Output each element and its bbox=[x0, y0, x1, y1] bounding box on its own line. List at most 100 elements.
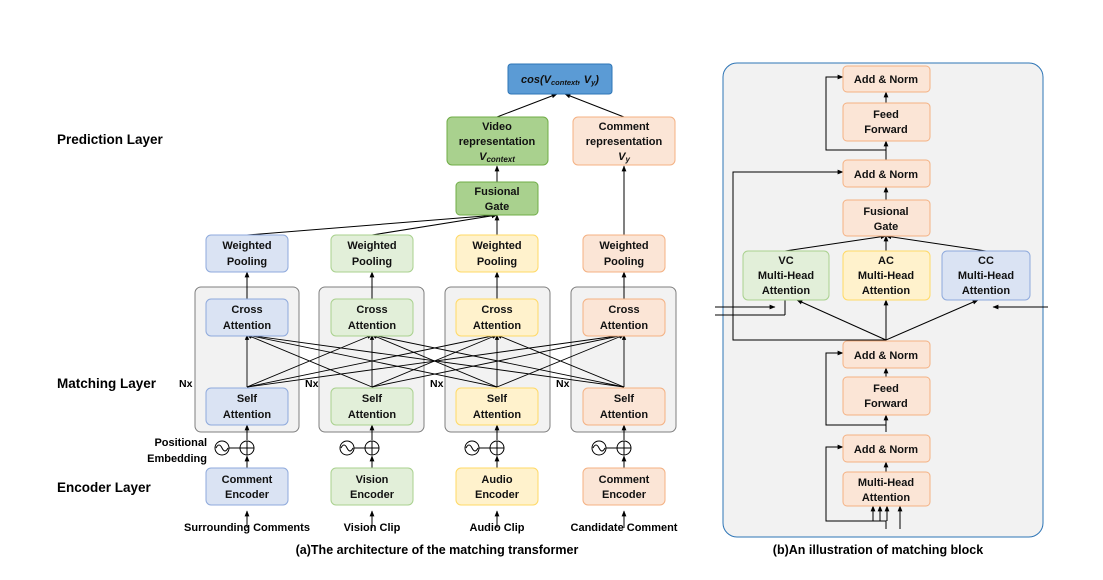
sine-icon bbox=[464, 440, 480, 456]
svg-text:Vcontext: Vcontext bbox=[479, 151, 515, 164]
svg-text:Gate: Gate bbox=[485, 201, 509, 213]
encoder-layer-label: Encoder Layer bbox=[57, 480, 152, 495]
plus-icon bbox=[239, 440, 255, 456]
weighted-pooling-label: Weighted bbox=[472, 240, 521, 252]
self-attention-label: Attention bbox=[223, 409, 272, 421]
svg-text:Multi-Head: Multi-Head bbox=[758, 270, 814, 282]
matching-layer-label: Matching Layer bbox=[57, 376, 157, 391]
svg-text:Gate: Gate bbox=[874, 221, 898, 233]
prediction-layer-label: Prediction Layer bbox=[57, 132, 164, 147]
self-attention-label: Attention bbox=[348, 409, 397, 421]
svg-text:Forward: Forward bbox=[864, 398, 907, 410]
video-representation: Video representation Vcontext bbox=[446, 116, 549, 166]
self-attention-label: Self bbox=[362, 393, 383, 405]
svg-text:Video: Video bbox=[482, 121, 512, 133]
svg-text:Forward: Forward bbox=[864, 124, 907, 136]
weighted-pooling-label: Pooling bbox=[604, 256, 644, 268]
column-comment: Comment Encoder Self Attention Cross Att… bbox=[184, 234, 310, 534]
encoder-label: Encoder bbox=[225, 489, 270, 501]
encoder-label: Encoder bbox=[602, 489, 647, 501]
input-label: Vision Clip bbox=[344, 522, 401, 534]
positional-embedding-label: Embedding bbox=[147, 453, 207, 465]
column-vision: Vision Encoder Self Attention Cross Atte… bbox=[330, 234, 414, 534]
svg-text:representation: representation bbox=[459, 136, 536, 148]
cross-attention-label: Attention bbox=[223, 320, 272, 332]
svg-text:Vy: Vy bbox=[618, 151, 630, 164]
svg-text:Multi-Head: Multi-Head bbox=[958, 270, 1014, 282]
cross-attention-label: Attention bbox=[473, 320, 522, 332]
svg-text:Feed: Feed bbox=[873, 383, 899, 395]
svg-text:Attention: Attention bbox=[962, 285, 1011, 297]
cross-attention-label: Attention bbox=[348, 320, 397, 332]
plus-icon bbox=[489, 440, 505, 456]
add-norm-mid: Add & Norm bbox=[842, 159, 931, 188]
cross-attention-label: Cross bbox=[608, 304, 639, 316]
plus-icon bbox=[616, 440, 632, 456]
nx-label: Nx bbox=[556, 378, 570, 390]
nx-label: Nx bbox=[179, 378, 193, 390]
nx-label: Nx bbox=[430, 378, 444, 390]
input-label: Audio Clip bbox=[470, 522, 525, 534]
positional-embedding-label: Positional bbox=[154, 437, 207, 449]
fusional-gate: Fusional Gate bbox=[455, 181, 539, 216]
svg-text:representation: representation bbox=[586, 136, 663, 148]
plus-icon bbox=[364, 440, 380, 456]
cosine-similarity: cos(Vcontext, Vy) bbox=[507, 63, 613, 95]
add-norm-lower: Add & Norm bbox=[842, 340, 931, 369]
block-arrows bbox=[784, 91, 987, 529]
svg-text:Comment: Comment bbox=[599, 121, 650, 133]
sine-icon bbox=[339, 440, 355, 456]
add-norm-bottom: Add & Norm bbox=[842, 434, 931, 463]
svg-text:Fusional: Fusional bbox=[474, 186, 519, 198]
cross-attention-label: Cross bbox=[356, 304, 387, 316]
input-label: Surrounding Comments bbox=[184, 522, 310, 534]
svg-text:Add & Norm: Add & Norm bbox=[854, 169, 918, 181]
svg-text:Add & Norm: Add & Norm bbox=[854, 350, 918, 362]
positional-symbols bbox=[214, 440, 632, 456]
vc-attention: VC Multi-Head Attention bbox=[742, 250, 830, 301]
sine-icon bbox=[214, 440, 230, 456]
weighted-pooling-label: Pooling bbox=[227, 256, 267, 268]
feed-forward-top: Feed Forward bbox=[842, 102, 931, 142]
weighted-pooling-label: Pooling bbox=[352, 256, 392, 268]
cross-attention-label: Attention bbox=[600, 320, 649, 332]
svg-text:CC: CC bbox=[978, 255, 994, 267]
encoder-label: Comment bbox=[599, 474, 650, 486]
svg-text:cos(Vcontext, Vy): cos(Vcontext, Vy) bbox=[521, 74, 599, 87]
comment-representation: Comment representation Vy bbox=[572, 116, 676, 166]
nx-label: Nx bbox=[305, 378, 319, 390]
ac-attention: AC Multi-Head Attention bbox=[842, 250, 931, 301]
multi-head-attention: Multi-Head Attention bbox=[842, 471, 931, 507]
column-arrows bbox=[244, 93, 627, 528]
feed-forward-lower: Feed Forward bbox=[842, 376, 931, 416]
encoder-label: Encoder bbox=[350, 489, 395, 501]
encoder-label: Encoder bbox=[475, 489, 520, 501]
cc-attention: CC Multi-Head Attention bbox=[941, 250, 1031, 301]
caption-right: (b)An illustration of matching block bbox=[773, 543, 983, 557]
cross-attention-label: Cross bbox=[231, 304, 262, 316]
column-candidate: Comment Encoder Self Attention Cross Att… bbox=[571, 234, 678, 534]
svg-text:Fusional: Fusional bbox=[863, 206, 908, 218]
encoder-label: Vision bbox=[356, 474, 389, 486]
self-attention-label: Attention bbox=[473, 409, 522, 421]
svg-text:Add & Norm: Add & Norm bbox=[854, 444, 918, 456]
column-audio: Audio Encoder Self Attention Cross Atten… bbox=[455, 234, 539, 534]
block-fusional-gate: Fusional Gate bbox=[842, 199, 931, 237]
self-attention-label: Self bbox=[487, 393, 508, 405]
self-attention-label: Self bbox=[614, 393, 635, 405]
weighted-pooling-label: Weighted bbox=[222, 240, 271, 252]
weighted-pooling-label: Pooling bbox=[477, 256, 517, 268]
svg-text:Attention: Attention bbox=[862, 285, 911, 297]
svg-text:Feed: Feed bbox=[873, 109, 899, 121]
svg-text:Multi-Head: Multi-Head bbox=[858, 477, 914, 489]
svg-text:Attention: Attention bbox=[762, 285, 811, 297]
cross-connections bbox=[244, 333, 627, 388]
sine-icon bbox=[591, 440, 607, 456]
self-attention-label: Self bbox=[237, 393, 258, 405]
add-norm-top: Add & Norm bbox=[842, 65, 931, 93]
svg-text:Multi-Head: Multi-Head bbox=[858, 270, 914, 282]
svg-text:AC: AC bbox=[878, 255, 894, 267]
encoder-label: Audio bbox=[481, 474, 512, 486]
input-label: Candidate Comment bbox=[571, 522, 678, 534]
